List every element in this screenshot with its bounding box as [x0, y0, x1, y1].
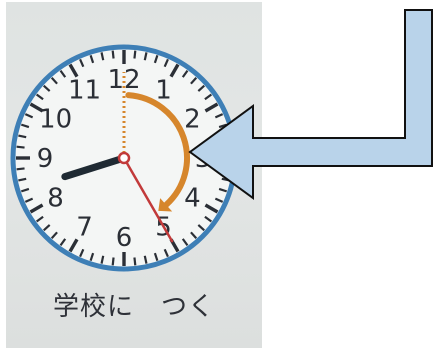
- clock-tick: [18, 134, 27, 139]
- minute-hand: [122, 156, 174, 243]
- clock-tick: [214, 113, 224, 119]
- clock-tick: [68, 238, 79, 253]
- clock-tick: [35, 93, 44, 101]
- clock-numeral: 6: [116, 223, 133, 253]
- clock-tick: [190, 231, 198, 239]
- clock-numeral: 10: [39, 105, 72, 135]
- clock-numeral: 2: [184, 105, 201, 135]
- clock-tick: [35, 215, 44, 223]
- clock-tick: [111, 50, 115, 59]
- clock-tick: [190, 77, 198, 85]
- clock-tick: [133, 50, 137, 59]
- clock-tick: [204, 93, 213, 101]
- clock-tick: [16, 167, 25, 171]
- clock-tick: [20, 123, 30, 129]
- clock-tick: [43, 224, 51, 232]
- clock-tick: [143, 52, 148, 61]
- clock-tick: [197, 84, 205, 92]
- clock-numeral: 7: [76, 212, 93, 242]
- clock-numeral: 4: [184, 184, 201, 214]
- elapsed-time-arrow: [125, 92, 190, 208]
- clock-tick: [29, 203, 44, 214]
- clock-tick: [204, 203, 219, 214]
- elapsed-time-arrowhead: [158, 198, 173, 212]
- hour-hand: [61, 154, 128, 181]
- clock-numeral: 9: [37, 144, 54, 174]
- clock-tick: [16, 145, 25, 149]
- clock-tick: [111, 257, 115, 266]
- clock-tick: [59, 69, 67, 78]
- clock-numeral: 12: [107, 65, 140, 95]
- clock-tick: [181, 69, 189, 78]
- clock-tick: [24, 197, 34, 203]
- clock-tick: [20, 187, 30, 193]
- clock-tick: [133, 257, 137, 266]
- clock-tick: [169, 63, 180, 78]
- clock-tick: [100, 255, 105, 264]
- clock-numeral: 11: [68, 76, 101, 106]
- clock-tick: [68, 63, 79, 78]
- clock-tick: [163, 248, 169, 258]
- caption: 学校に つく: [52, 292, 215, 322]
- pointer-arrow: [188, 9, 433, 200]
- clock-tick: [181, 238, 189, 247]
- clock-tick: [143, 255, 148, 264]
- clock-tick: [204, 102, 219, 113]
- clock-tick: [59, 238, 67, 247]
- clock-tick: [204, 215, 213, 223]
- clock-tick: [18, 177, 27, 182]
- clock-tick: [153, 252, 159, 262]
- clock-tick: [100, 52, 105, 61]
- clock-tick: [197, 224, 205, 232]
- clock-tick: [89, 252, 95, 262]
- clock-tick: [218, 187, 228, 193]
- clock-tick: [89, 54, 95, 64]
- clock-tick: [50, 231, 58, 239]
- clock-numeral: 1: [155, 76, 172, 106]
- clock-tick: [163, 58, 169, 68]
- clock-pivot: [117, 151, 131, 165]
- clock-tick: [29, 102, 44, 113]
- clock-tick: [153, 54, 159, 64]
- clock-tick: [50, 77, 58, 85]
- clock-tick: [79, 58, 85, 68]
- clock-numeral: 8: [47, 184, 64, 214]
- clock-tick: [24, 113, 34, 119]
- clock-tick: [214, 197, 224, 203]
- clock-tick: [43, 84, 51, 92]
- clock-tick: [79, 248, 85, 258]
